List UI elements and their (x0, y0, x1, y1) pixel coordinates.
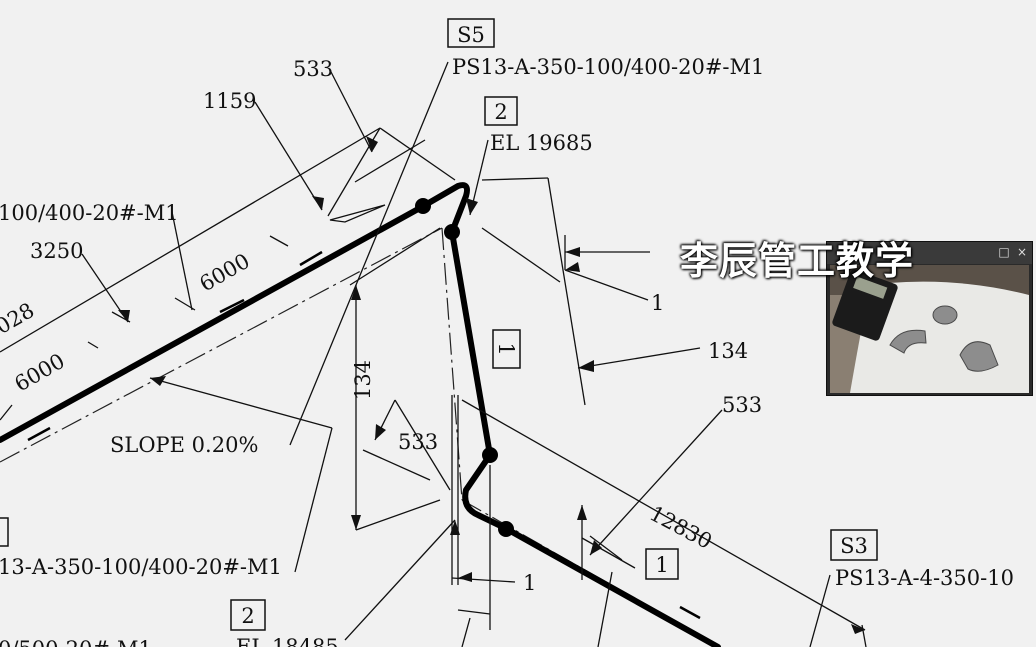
slope-label: SLOPE 0.20% (110, 433, 258, 457)
tag-s3: S3 (840, 534, 868, 558)
weld-point (482, 447, 498, 463)
elevation-bottom: EL 18485 (236, 635, 339, 647)
dim-533-top: 533 (293, 57, 333, 81)
tag-2-top: 2 (494, 100, 507, 124)
weld-points (415, 198, 514, 537)
elbow-fitting-icon (889, 305, 999, 372)
weld-point (415, 198, 431, 214)
calculator-icon (832, 269, 898, 341)
dim-533-mid: 533 (398, 430, 438, 454)
dim-533-right: 533 (722, 393, 762, 417)
tag-s5: S5 (457, 23, 485, 47)
dim-1-right: 1 (651, 291, 664, 315)
tag-1-lower: 1 (655, 553, 668, 577)
video-preview-window[interactable]: □ × (826, 241, 1033, 396)
line-number-s5: PS13-A-350-100/400-20#-M1 (452, 55, 764, 79)
dim-3250: 3250 (30, 239, 83, 263)
elevation-top: EL 19685 (490, 131, 593, 155)
channel-title-overlay: 李辰管工教学 (680, 239, 915, 283)
weld-point (498, 521, 514, 537)
line-number-s3: PS13-A-4-350-10 (835, 566, 1014, 590)
video-frame-pipe-fittings (830, 265, 1029, 393)
pipe-marks (27, 250, 701, 620)
pipe-route (0, 182, 721, 647)
maximize-icon[interactable]: □ (998, 245, 1010, 259)
dim-1159: 1159 (203, 89, 256, 113)
dimension-lines (0, 61, 867, 647)
close-icon[interactable]: × (1016, 245, 1028, 259)
arrow-heads (118, 136, 865, 634)
tag-1-vertical: 1 (494, 342, 518, 355)
line-number-left-top: 100/400-20#-M1 (0, 201, 179, 225)
line-number-bottom-left: 0/500-20#-M1 (0, 637, 152, 647)
line-number-left-bottom: 13-A-350-100/400-20#-M1 (0, 555, 282, 579)
weld-point (444, 224, 460, 240)
dim-1-bottom: 1 (523, 571, 536, 595)
tag-2-bottom: 2 (241, 604, 254, 628)
dim-134-left: 134 (351, 360, 375, 400)
dim-134-right: 134 (708, 339, 748, 363)
video-window-titlebar[interactable]: □ × (827, 242, 1032, 264)
tag-boxes (0, 18, 878, 631)
